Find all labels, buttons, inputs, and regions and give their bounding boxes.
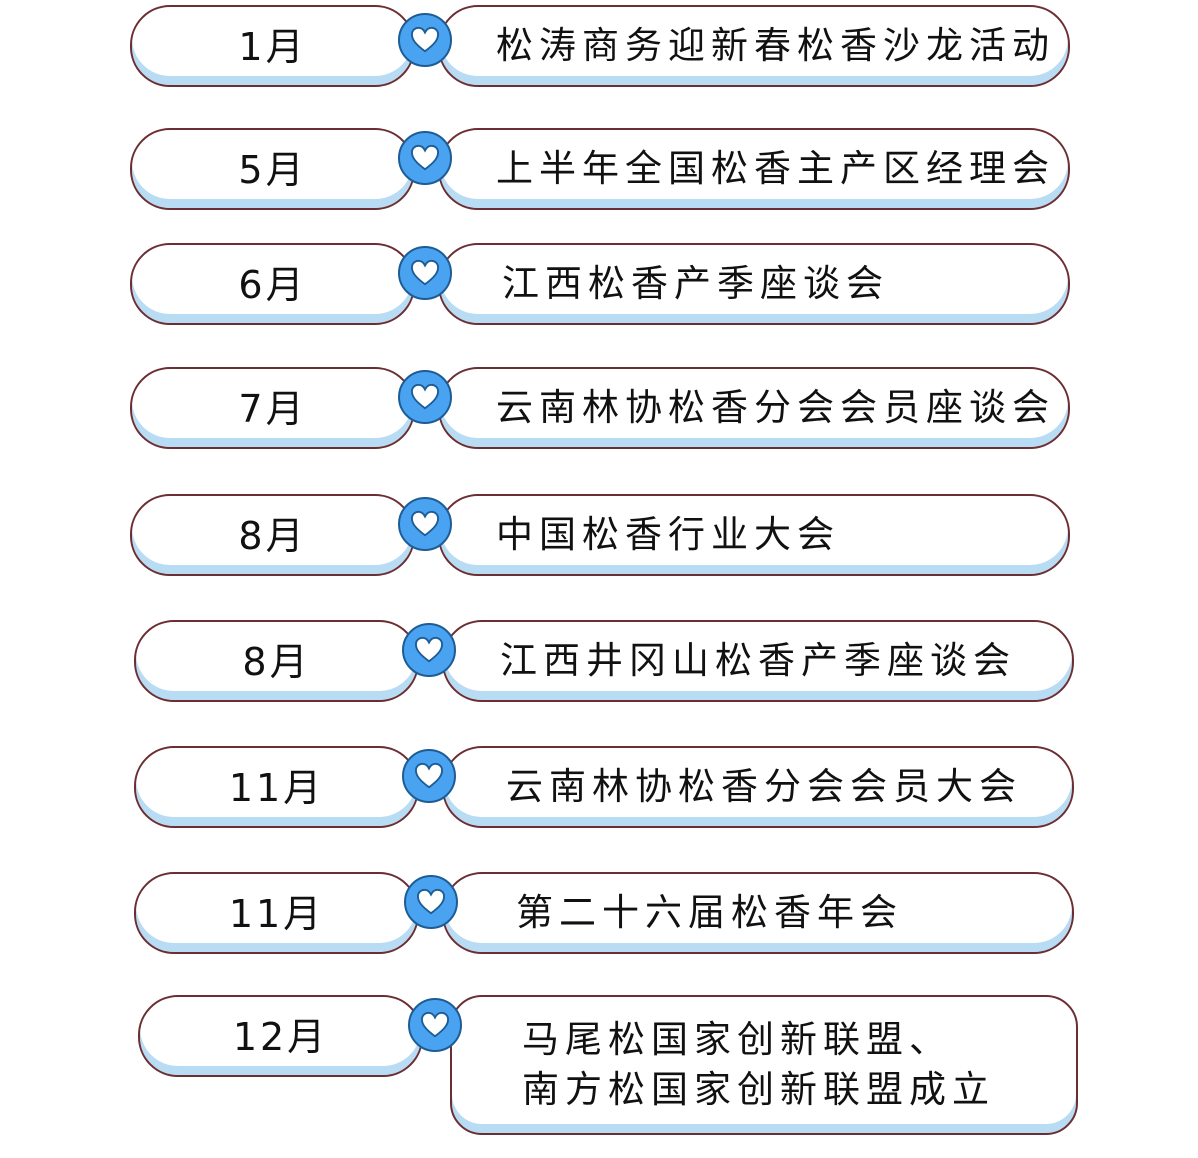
- event-title: 中国松香行业大会: [496, 513, 840, 556]
- month-label: 11月: [228, 766, 325, 810]
- month-pill: 7月: [130, 367, 415, 449]
- event-title: 云南林协松香分会会员座谈会: [496, 386, 1055, 429]
- month-pill: 11月: [134, 746, 419, 828]
- event-pill: 松涛商务迎新春松香沙龙活动: [438, 5, 1070, 87]
- month-pill: 12月: [138, 995, 423, 1077]
- month-label: 12月: [232, 1015, 329, 1059]
- month-label: 5月: [238, 148, 307, 192]
- event-title-line-1: 马尾松国家创新联盟、: [522, 1018, 952, 1061]
- event-pill: 上半年全国松香主产区经理会: [438, 128, 1070, 210]
- heart-icon: [410, 144, 440, 171]
- month-pill: 5月: [130, 128, 415, 210]
- event-title: 马尾松国家创新联盟、 南方松国家创新联盟成立: [522, 1015, 1056, 1115]
- month-pill: 6月: [130, 243, 415, 325]
- heart-connector: [398, 131, 452, 185]
- heart-icon: [414, 762, 444, 789]
- month-label: 7月: [238, 387, 307, 431]
- event-pill: 云南林协松香分会会员大会: [442, 746, 1074, 828]
- event-pill: 江西井冈山松香产季座谈会: [442, 620, 1074, 702]
- heart-icon: [416, 888, 446, 915]
- month-label: 6月: [238, 263, 307, 307]
- month-label: 8月: [242, 640, 311, 684]
- event-pill: 中国松香行业大会: [438, 494, 1070, 576]
- month-pill: 8月: [130, 494, 415, 576]
- heart-connector: [402, 749, 456, 803]
- event-title: 云南林协松香分会会员大会: [506, 765, 1022, 808]
- heart-icon: [410, 383, 440, 410]
- event-pill: 第二十六届松香年会: [442, 872, 1074, 954]
- heart-icon: [410, 510, 440, 537]
- event-title: 上半年全国松香主产区经理会: [496, 147, 1055, 190]
- event-pill: 马尾松国家创新联盟、 南方松国家创新联盟成立: [450, 995, 1078, 1135]
- heart-icon: [410, 26, 440, 53]
- month-label: 11月: [228, 892, 325, 936]
- heart-connector: [398, 370, 452, 424]
- event-pill: 云南林协松香分会会员座谈会: [438, 367, 1070, 449]
- event-title: 江西井冈山松香产季座谈会: [500, 639, 1016, 682]
- event-title-line-2: 南方松国家创新联盟成立: [522, 1068, 995, 1111]
- heart-connector: [402, 623, 456, 677]
- month-pill: 11月: [134, 872, 419, 954]
- heart-connector: [398, 497, 452, 551]
- heart-connector: [408, 998, 462, 1052]
- heart-icon: [410, 259, 440, 286]
- event-title: 第二十六届松香年会: [516, 891, 903, 934]
- event-pill: 江西松香产季座谈会: [438, 243, 1070, 325]
- month-pill: 1月: [130, 5, 415, 87]
- month-label: 8月: [238, 514, 307, 558]
- heart-connector: [398, 246, 452, 300]
- heart-connector: [398, 13, 452, 67]
- heart-connector: [404, 875, 458, 929]
- month-label: 1月: [238, 25, 307, 69]
- heart-icon: [414, 636, 444, 663]
- month-pill: 8月: [134, 620, 419, 702]
- heart-icon: [420, 1011, 450, 1038]
- event-title: 江西松香产季座谈会: [502, 262, 889, 305]
- event-title: 松涛商务迎新春松香沙龙活动: [496, 24, 1055, 67]
